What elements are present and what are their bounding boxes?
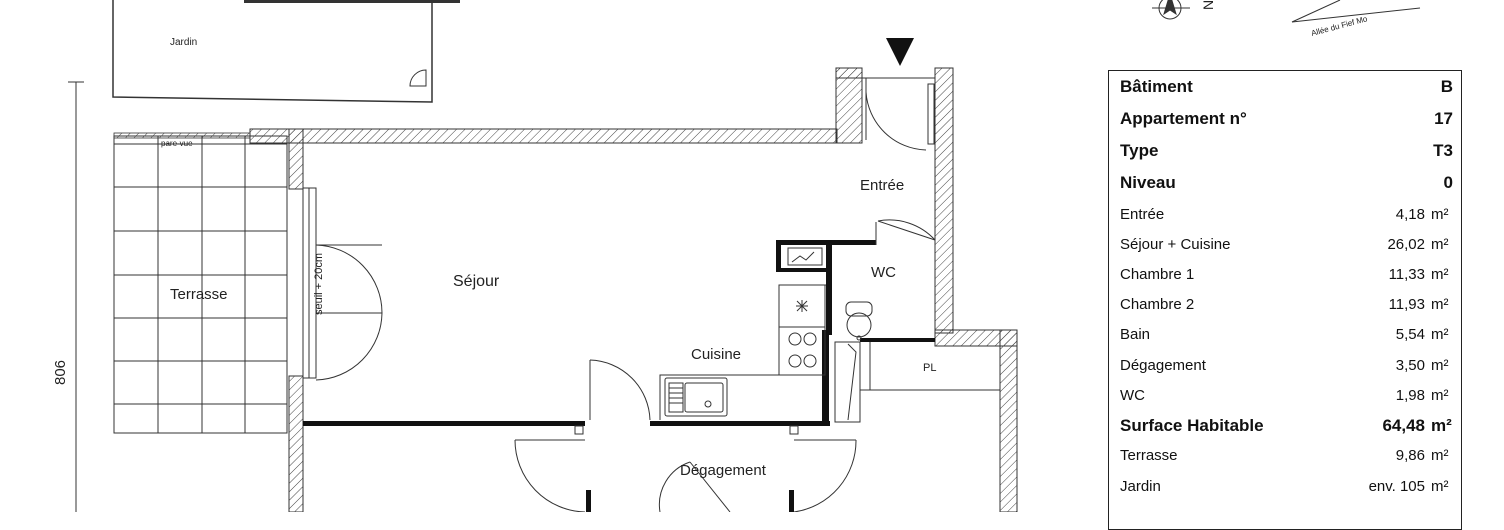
- row-value: 9,86: [1395, 447, 1425, 465]
- surface-row: WC 1,98 m²: [1120, 380, 1453, 410]
- row-value-group: 11,33 m²: [1389, 266, 1453, 283]
- pare-vue-wall: [113, 132, 251, 139]
- row-value: 11,33: [1388, 265, 1425, 283]
- entry-arrow-icon: [886, 38, 914, 66]
- row-value-group: 1,98 m²: [1396, 387, 1453, 404]
- row-label: Type: [1120, 141, 1159, 160]
- room-label-sejour: Séjour: [453, 273, 500, 290]
- row-value-group: 3,50 m²: [1396, 357, 1453, 374]
- row-label: Dégagement: [1120, 356, 1206, 374]
- surface-row: Entrée 4,18 m²: [1120, 199, 1453, 229]
- partitions: [659, 77, 1000, 423]
- row-value: env. 105: [1368, 477, 1425, 495]
- surface-row: Bain 5,54 m²: [1120, 320, 1453, 350]
- room-label-jardin: Jardin: [170, 37, 198, 48]
- row-value: 3,50: [1395, 356, 1425, 374]
- row-unit: m²: [1431, 265, 1449, 283]
- row-label: Jardin: [1120, 477, 1161, 495]
- row-value-group: 9,86 m²: [1396, 447, 1453, 464]
- row-label: Appartement n°: [1120, 109, 1247, 128]
- row-label: Terrasse: [1120, 447, 1178, 465]
- row-value-group: 26,02 m²: [1387, 236, 1453, 253]
- kitchen-fixtures: [664, 247, 823, 417]
- row-unit: m²: [1431, 356, 1449, 374]
- label-seuil: seuil + 20cm: [313, 252, 326, 316]
- row-label: Bain: [1120, 326, 1151, 344]
- row-label: WC: [1120, 386, 1145, 404]
- terrasse-tiles: [113, 135, 288, 434]
- surface-row: Dégagement 3,50 m²: [1120, 350, 1453, 380]
- row-unit: m²: [1431, 235, 1449, 253]
- row-value: 1,98: [1395, 386, 1425, 404]
- dimension-line: [68, 81, 84, 512]
- row-value: 11,93: [1388, 296, 1425, 314]
- surface-row: Appartement n° 17: [1120, 103, 1453, 135]
- room-label-cuisine: Cuisine: [691, 346, 742, 363]
- surface-row: Terrasse 9,86 m²: [1120, 441, 1453, 471]
- row-value-group: 11,93 m²: [1389, 296, 1453, 313]
- street-label: Allée du Fief Mo: [1310, 14, 1369, 38]
- interior-walls: [303, 240, 935, 512]
- row-label: Surface Habitable: [1120, 415, 1264, 435]
- row-unit: m²: [1431, 326, 1449, 344]
- surface-row: Jardin env. 105 m²: [1120, 471, 1453, 501]
- row-label: Séjour + Cuisine: [1120, 235, 1231, 253]
- exterior-walls: [249, 67, 1018, 512]
- row-value-group: 5,54 m²: [1396, 326, 1453, 343]
- row-unit: m²: [1431, 205, 1449, 223]
- row-unit: m²: [1431, 415, 1452, 435]
- row-value: 17: [1434, 109, 1453, 128]
- compass-icon: [1152, 0, 1190, 20]
- row-value-group: env. 105 m²: [1369, 478, 1453, 495]
- surface-row: Niveau 0: [1120, 167, 1453, 199]
- room-label-wc: WC: [871, 264, 896, 281]
- floor-plan: N Allée du Fief Mo: [68, 0, 1421, 512]
- jardin-outline: [112, 0, 460, 103]
- label-pare-vue: pare-vue: [161, 139, 193, 148]
- row-value: B: [1440, 77, 1453, 96]
- row-value: 5,54: [1395, 326, 1425, 344]
- row-value-group: 64,48 m²: [1382, 416, 1453, 436]
- dimension-label: 806: [52, 359, 70, 386]
- surface-row: Chambre 2 11,93 m²: [1120, 290, 1453, 320]
- row-value: 26,02: [1387, 235, 1425, 253]
- toilet-icon: [845, 301, 873, 341]
- row-unit: m²: [1431, 296, 1449, 314]
- surface-row: Séjour + Cuisine 26,02 m²: [1120, 229, 1453, 259]
- row-label: Entrée: [1120, 205, 1165, 223]
- terrace-window: [302, 187, 383, 381]
- compass-north: N: [1200, 0, 1216, 10]
- row-label: Chambre 2: [1120, 296, 1195, 314]
- row-unit: m²: [1431, 477, 1449, 495]
- room-label-entree: Entrée: [860, 177, 905, 194]
- doors: [514, 78, 936, 512]
- room-label-terrasse: Terrasse: [170, 286, 228, 303]
- row-value-group: B: [1441, 77, 1453, 97]
- row-value: 64,48: [1382, 415, 1425, 435]
- row-label: Chambre 1: [1120, 265, 1195, 283]
- row-value-group: 4,18 m²: [1396, 206, 1453, 223]
- room-label-degagement: Dégagement: [680, 462, 766, 479]
- site-plan-sketch: [1291, 0, 1421, 23]
- row-unit: m²: [1431, 447, 1449, 465]
- surface-row: Bâtiment B: [1120, 71, 1453, 103]
- row-value: T3: [1433, 141, 1453, 160]
- row-value-group: 0: [1444, 173, 1453, 193]
- surface-row: Surface Habitable 64,48 m²: [1120, 410, 1453, 441]
- row-value-group: T3: [1433, 141, 1453, 161]
- row-value-group: 17: [1434, 109, 1453, 129]
- row-value: 0: [1443, 173, 1453, 192]
- room-label-pl: PL: [923, 362, 937, 374]
- surface-row: Chambre 1 11,33 m²: [1120, 259, 1453, 289]
- row-label: Bâtiment: [1120, 77, 1193, 96]
- row-unit: m²: [1431, 386, 1449, 404]
- surface-row: Type T3: [1120, 135, 1453, 167]
- row-value: 4,18: [1395, 205, 1425, 223]
- row-label: Niveau: [1120, 173, 1176, 192]
